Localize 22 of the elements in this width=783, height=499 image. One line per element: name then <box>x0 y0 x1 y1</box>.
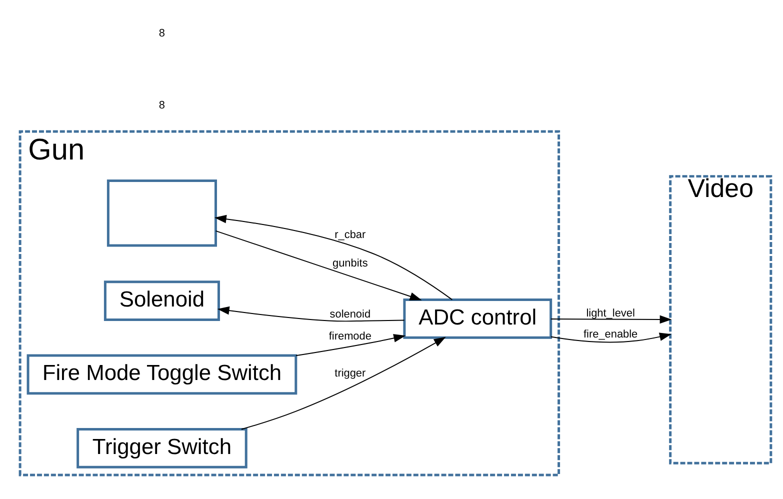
label: 8 <box>158 99 166 112</box>
node-box: Trigger Switch <box>76 428 248 468</box>
edge-label: solenoid <box>330 308 371 321</box>
node-box: Video <box>669 175 772 464</box>
arrow <box>215 230 422 300</box>
node-box: Fire Mode Toggle Switch <box>26 354 298 395</box>
label: 8 <box>158 28 166 40</box>
arrow <box>241 336 446 430</box>
arrow <box>550 315 672 324</box>
arrow <box>214 214 453 300</box>
node-box <box>106 180 217 247</box>
arrow <box>550 332 672 343</box>
arrow <box>217 306 405 322</box>
edge-label: fire_enable <box>584 328 638 340</box>
edge-label: firemode <box>328 330 372 342</box>
arrow <box>295 334 406 356</box>
edge-label: gunbits <box>332 258 368 270</box>
edge-label: r_cbar <box>334 228 366 241</box>
node-box: ADC control <box>403 298 552 339</box>
edge-label: trigger <box>334 367 366 380</box>
edge-label: light_level <box>586 308 635 320</box>
node-box: Solenoid <box>104 280 220 321</box>
